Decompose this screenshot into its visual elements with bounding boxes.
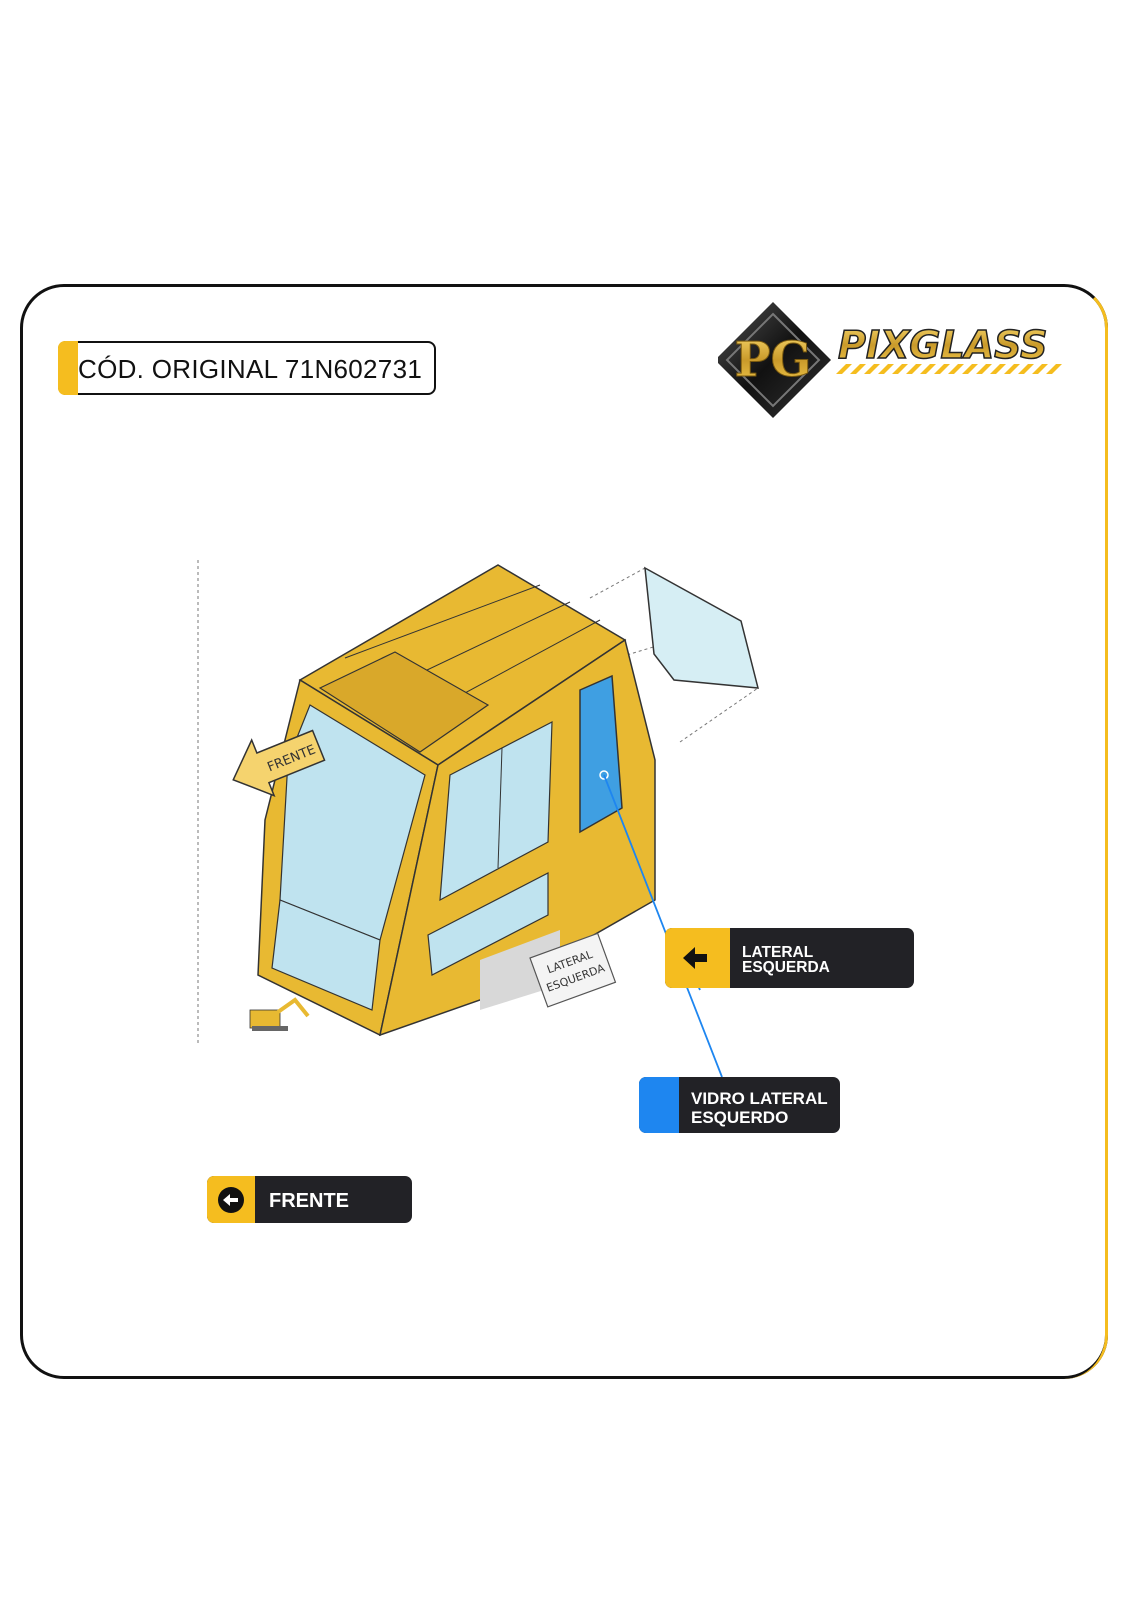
frente-callout: FRENTE	[207, 1176, 412, 1223]
logo-diamond	[718, 302, 831, 418]
frente-direction-arrow: FRENTE	[232, 729, 326, 797]
circle-arrow-left-icon	[218, 1187, 244, 1213]
original-code-text: CÓD. ORIGINAL 71N602731	[78, 354, 423, 384]
logo-monogram: PG	[734, 332, 811, 388]
lateral-esquerda-text: LATERAL ESQUERDA	[742, 944, 830, 976]
vidro-lateral-text: VIDRO LATERAL ESQUERDO	[691, 1089, 828, 1127]
original-code-box: CÓD. ORIGINAL 71N602731	[58, 341, 436, 395]
arrow-left-icon	[683, 947, 707, 969]
code-box-accent	[58, 341, 78, 395]
roof-hatch	[318, 651, 490, 753]
lateral-esquerda-callout: LATERAL ESQUERDA	[665, 928, 914, 988]
door-window	[439, 720, 553, 902]
front-lower-glass	[271, 899, 381, 1011]
vidro-lateral-callout: VIDRO LATERAL ESQUERDO	[639, 1077, 840, 1133]
side-plate	[480, 930, 560, 1010]
frente-text: FRENTE	[269, 1190, 349, 1212]
logo-brand: PIXGLASS	[838, 323, 1047, 367]
logo-stripes	[836, 364, 1062, 374]
detached-window-glass	[644, 566, 759, 689]
panel-label-tag: LATERAL ESQUERDA	[529, 932, 617, 1008]
excavator-icon	[249, 997, 310, 1031]
pixglass-logo: PG PIXGLASS	[718, 302, 1062, 418]
door-lower-window	[427, 872, 549, 976]
cab-diagram: LATERAL ESQUERDA FRENTE	[197, 560, 759, 1045]
callout-accent	[639, 1077, 679, 1133]
